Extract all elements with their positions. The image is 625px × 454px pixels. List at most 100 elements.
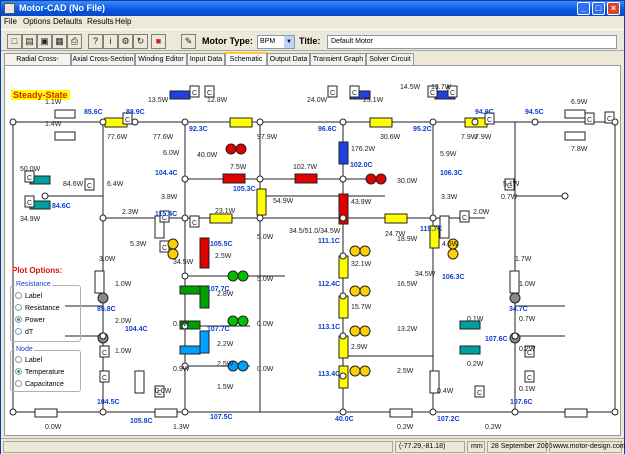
heat-source [365,173,377,185]
tab-winding-editor[interactable]: Winding Editor [135,53,187,65]
node-temperature-label: 111.1C [318,238,340,245]
capacitor [204,85,215,98]
mode-label: Steady-State [11,90,70,100]
save-as-icon[interactable]: ▦ [52,34,67,49]
tab-axial-cross-section[interactable]: Axial Cross-Section [71,53,135,65]
resistor [564,109,586,119]
chevron-down-icon[interactable]: ▼ [284,36,294,48]
tab-output-data[interactable]: Output Data [267,53,310,65]
title-input[interactable]: Default Motor [327,35,617,49]
status-date: 28 September 2006 [487,441,553,453]
resistor [256,188,267,216]
resistor-power-label: 1.0W [115,281,132,288]
heat-source [237,315,249,327]
resistor-power-label: 13.7W [431,84,452,91]
status-website: www.motor-design.com [549,441,625,453]
radio-resistance-resistance[interactable]: Resistance [15,304,60,312]
motor-type-select[interactable]: BPM▼ [257,35,295,49]
print-icon[interactable]: ⎙ [67,34,82,49]
resistor-power-label: 2.5W [397,368,414,375]
resistor-power-label: 7.5W [230,164,247,171]
capacitor-label: C [162,245,167,252]
heat-source [359,285,371,297]
help-icon[interactable]: ? [88,34,103,49]
radio-resistance-dt[interactable]: dT [15,328,33,336]
menu-file[interactable]: File [4,17,17,26]
node [99,118,107,126]
menu-results[interactable]: Results [87,17,114,26]
node-temperature-label: 105.3C [233,186,256,193]
open-icon[interactable]: ▤ [22,34,37,49]
tab-input-data[interactable]: Input Data [187,53,225,65]
status-unit: mm [467,441,485,453]
node [339,214,347,222]
heat-source [235,143,247,155]
tab-solver-circuit[interactable]: Solver Circuit [366,53,414,65]
settings-icon[interactable]: ✎ [181,34,196,49]
maximize-icon[interactable]: □ [592,2,605,15]
tab-schematic[interactable]: Schematic [225,52,267,66]
motor-type-label: Motor Type: [202,36,253,46]
capacitor [24,170,35,183]
radio-resistance-label[interactable]: Label [15,292,42,300]
radio-icon [15,328,22,335]
minimize-icon[interactable]: _ [577,2,590,15]
capacitor [524,345,535,358]
solve-icon[interactable]: ↻ [133,34,148,49]
menu-options[interactable]: Options [23,17,51,26]
node-temperature-label: 107.5C [210,414,233,421]
resistor-power-label: 34.5/51.0/34.5W [289,228,341,235]
resistor-power-label: 16.5W [397,281,418,288]
radio-node-temperature[interactable]: Temperature [15,368,64,376]
resistor-power-label: 32.1W [351,261,372,268]
resistor [229,117,253,128]
node-group: Node Label Temperature Capacitance [10,346,81,392]
node [471,118,479,126]
menu-defaults[interactable]: Defaults [53,17,83,26]
heat-source [447,248,459,260]
resistor [94,270,105,294]
node-temperature-label: 85.6C [84,109,103,116]
resistor [564,131,586,141]
node-temperature-label: 107.2C [437,416,460,423]
resistor-power-label: 0.2W [485,424,502,431]
node [561,192,569,200]
status-coords: (-77.29,-81.18) [395,441,465,453]
resistor [294,173,318,184]
radio-node-capacitance[interactable]: Capacitance [15,380,64,388]
status-bar: (-77.29,-81.18) mm 28 September 2006 www… [1,438,625,454]
app-icon [4,3,15,14]
tab-transient-graph[interactable]: Transient Graph [310,53,366,65]
tool-icon[interactable]: ⚙ [118,34,133,49]
capacitor-label: C [87,183,92,190]
capacitor-label: C [27,200,32,207]
close-icon[interactable]: × [607,2,620,15]
heat-source [349,285,361,297]
node-temperature-label: 94.5C [525,109,544,116]
capacitor-label: C [607,116,612,123]
capacitor [524,370,535,383]
plot-options-title: Plot Options: [12,266,63,275]
new-file-icon[interactable]: □ [7,34,22,49]
capacitor-label: C [192,220,197,227]
about-icon[interactable]: i [103,34,118,49]
menu-help[interactable]: Help [115,17,132,26]
node [181,272,189,280]
heat-source [349,245,361,257]
save-icon[interactable]: ▣ [37,34,52,49]
tab-radial-cross-section[interactable]: Radial Cross-Section [4,53,71,74]
resistor-power-label: 54.9W [273,198,294,205]
resistor-power-label: 0.7W [501,194,518,201]
stop-icon[interactable]: ■ [151,34,166,49]
capacitor-label: C [450,90,455,97]
resistor [179,320,201,330]
radio-node-label[interactable]: Label [15,356,42,364]
node [429,214,437,222]
radio-resistance-power[interactable]: Power [15,316,45,324]
node-temperature-label: 107.7C [207,286,230,293]
title-bar[interactable]: Motor-CAD (No File) _ □ × [1,1,624,16]
resistor-power-label: 0.2W [397,424,414,431]
resistor-power-label: 0.9W [173,366,190,373]
